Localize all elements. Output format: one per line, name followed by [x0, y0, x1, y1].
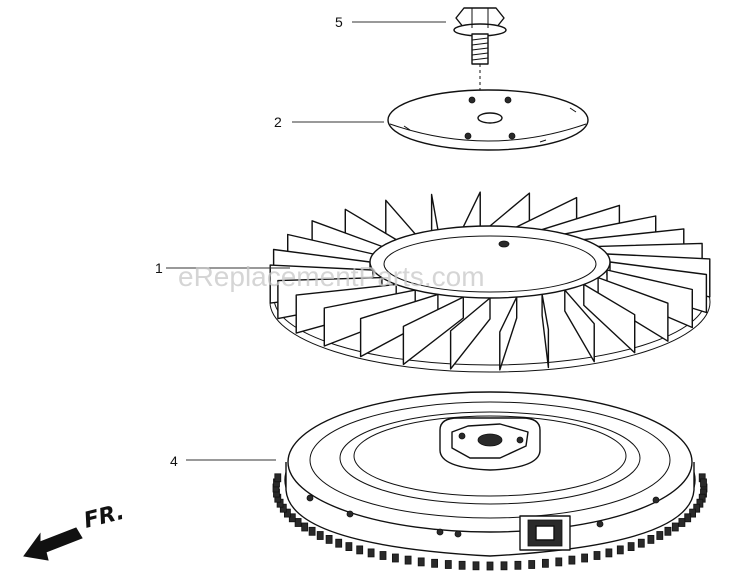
callout-5-label[interactable]: 5 [335, 14, 343, 30]
callout-1-label[interactable]: 1 [155, 260, 163, 276]
part-4-flywheel[interactable] [272, 391, 708, 571]
part-5-bolt[interactable] [453, 7, 507, 65]
part-1-cooling-fan[interactable] [269, 191, 711, 373]
watermark: eReplacementParts.com [178, 261, 485, 292]
callout-4-label[interactable]: 4 [170, 453, 178, 469]
part-2-plate[interactable] [387, 89, 589, 151]
arrow-left-down-icon [23, 527, 83, 561]
callout-2-label[interactable]: 2 [274, 114, 282, 130]
front-marker-label: FR. [81, 500, 127, 534]
